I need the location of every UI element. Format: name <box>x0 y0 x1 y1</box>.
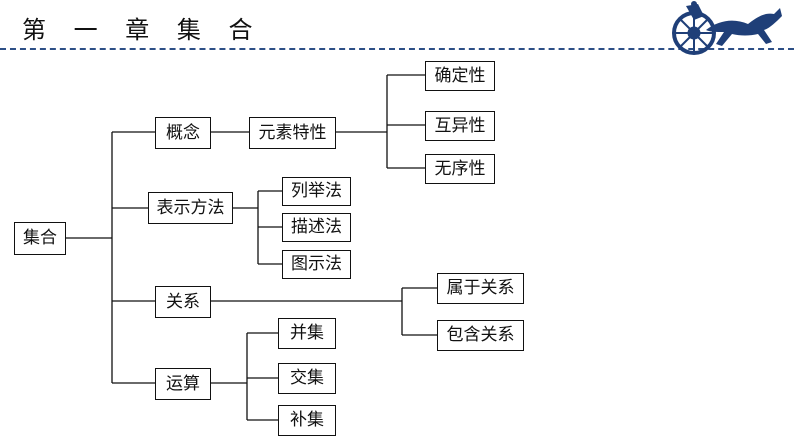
chapter-title: 第 一 章 集 合 <box>22 16 263 44</box>
node-belongs-to: 属于关系 <box>437 273 524 304</box>
node-contains: 包含关系 <box>437 320 524 351</box>
node-unorderedness: 无序性 <box>425 154 495 184</box>
node-union: 并集 <box>278 318 336 349</box>
node-enumeration: 列举法 <box>282 177 351 206</box>
node-concept: 概念 <box>155 117 211 149</box>
node-intersection: 交集 <box>278 363 336 394</box>
node-operations: 运算 <box>155 368 211 400</box>
node-representation: 表示方法 <box>148 192 233 224</box>
node-set: 集合 <box>14 222 66 255</box>
node-description: 描述法 <box>282 213 351 242</box>
galloping-horse-logo-icon <box>672 1 782 55</box>
node-element-traits: 元素特性 <box>249 117 336 149</box>
node-diagram-method: 图示法 <box>282 250 351 279</box>
header-divider <box>0 48 794 50</box>
node-relation: 关系 <box>155 286 211 318</box>
node-complement: 补集 <box>278 405 336 436</box>
node-certainty: 确定性 <box>425 61 495 91</box>
node-distinctness: 互异性 <box>425 111 495 141</box>
